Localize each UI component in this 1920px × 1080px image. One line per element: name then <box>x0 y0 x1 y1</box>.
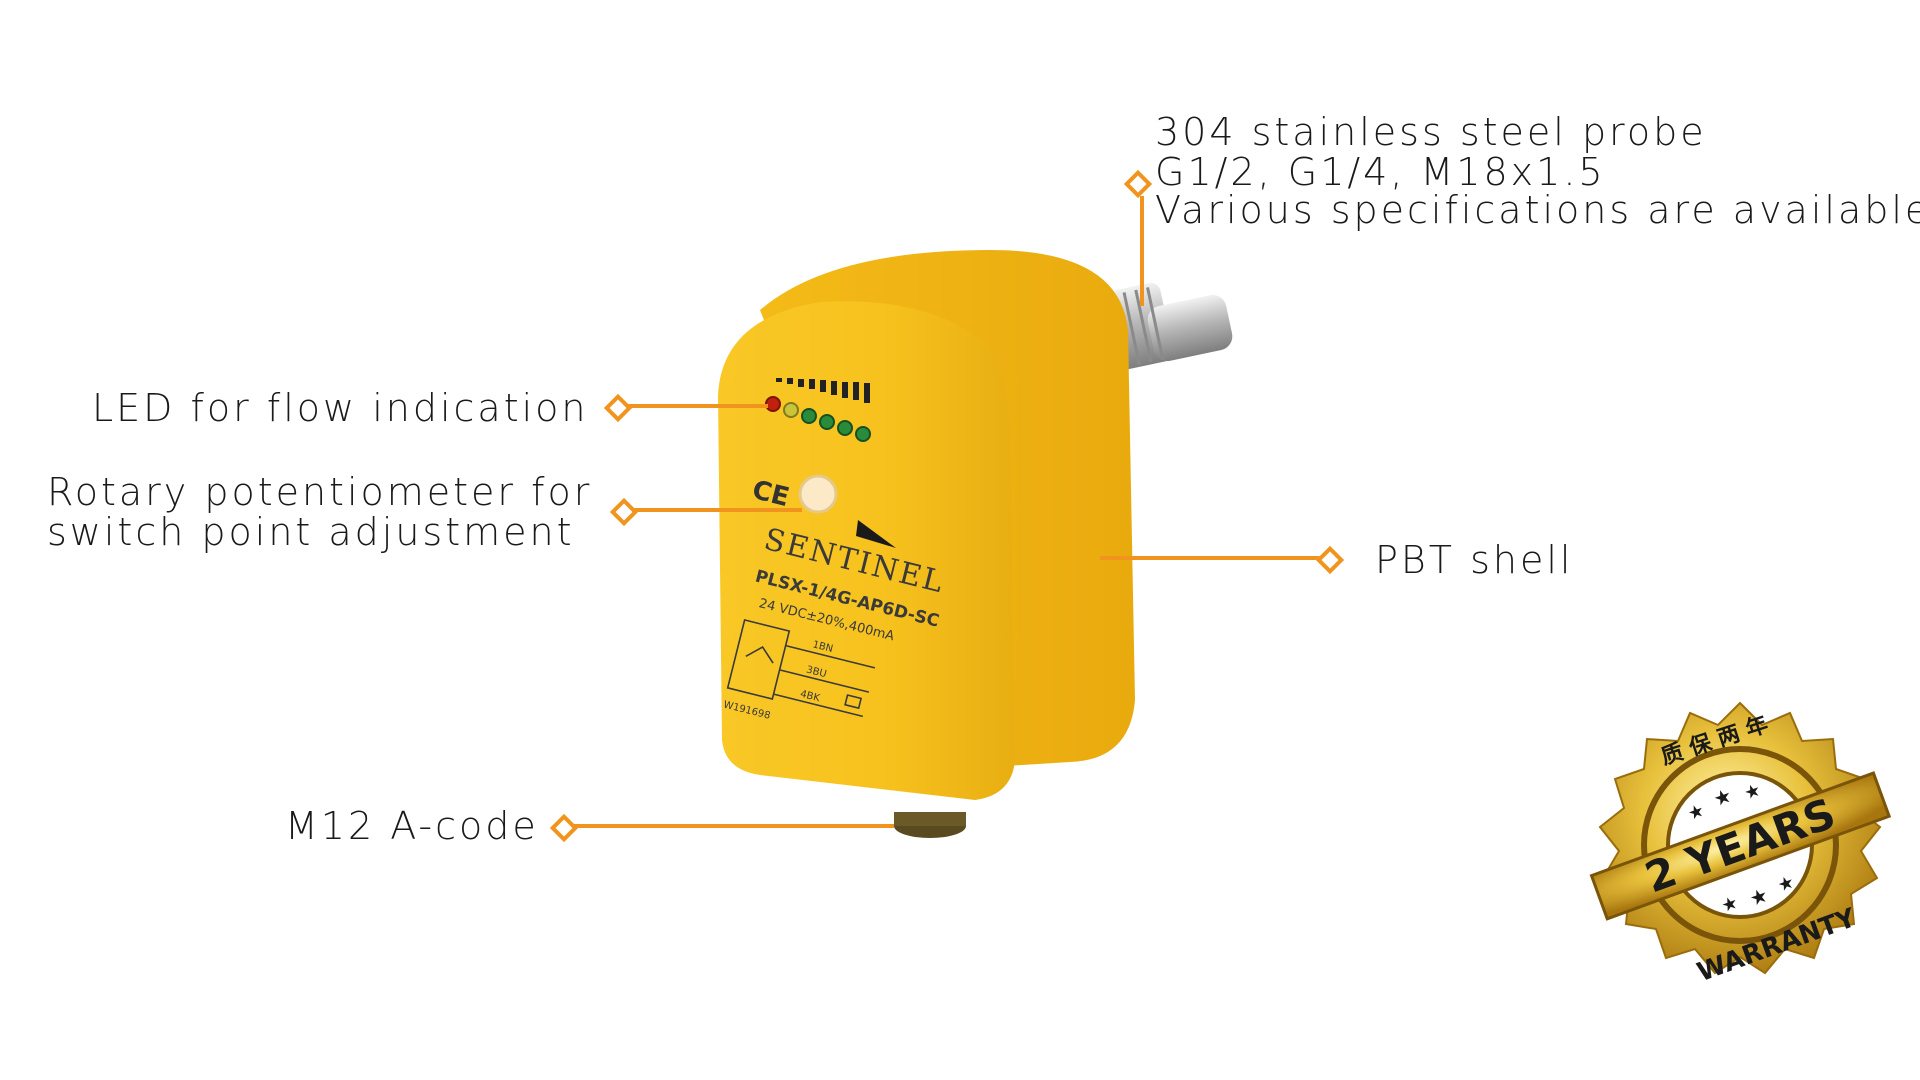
connector-callout: M12 A-code <box>285 804 539 848</box>
led-callout-leader <box>626 404 768 408</box>
direction-arrow <box>856 520 896 548</box>
probe-callout-line3: Various specifications are available <box>1155 188 1920 232</box>
potentiometer-callout-line1: Rotary potentiometer for <box>47 470 593 514</box>
warranty-badge: 2 YEARS ★ ★ ★ ★ ★ ★ 质 保 两 年 WARRANTY <box>1589 701 1892 988</box>
svg-text:★: ★ <box>1685 800 1707 825</box>
wire-label-3: 3BU <box>805 665 828 681</box>
svg-text:★: ★ <box>1775 871 1797 896</box>
led-callout: LED for flow indication <box>92 386 589 430</box>
wire-label-1: 1BN <box>811 639 834 655</box>
potentiometer-knob <box>798 474 838 514</box>
svg-text:★: ★ <box>1719 892 1741 917</box>
potentiometer-callout-leader <box>632 508 802 512</box>
led-bargraph-scale <box>776 378 870 403</box>
shell-callout-leader <box>1100 556 1322 560</box>
probe-callout-line1: 304 stainless steel probe <box>1155 110 1707 154</box>
probe-callout-line2: G1/2, G1/4, M18x1.5 <box>1155 150 1606 194</box>
flow-leds <box>765 396 871 442</box>
wiring-diagram <box>726 618 876 718</box>
probe-callout-leader <box>1140 196 1144 306</box>
wire-label-4: 4BK <box>799 689 821 705</box>
potentiometer-callout-line2: switch point adjustment <box>47 510 575 554</box>
housing-front <box>718 301 1015 800</box>
connector-callout-leader <box>572 824 894 828</box>
shell-callout: PBT shell <box>1375 538 1574 582</box>
svg-text:★: ★ <box>1741 779 1763 804</box>
